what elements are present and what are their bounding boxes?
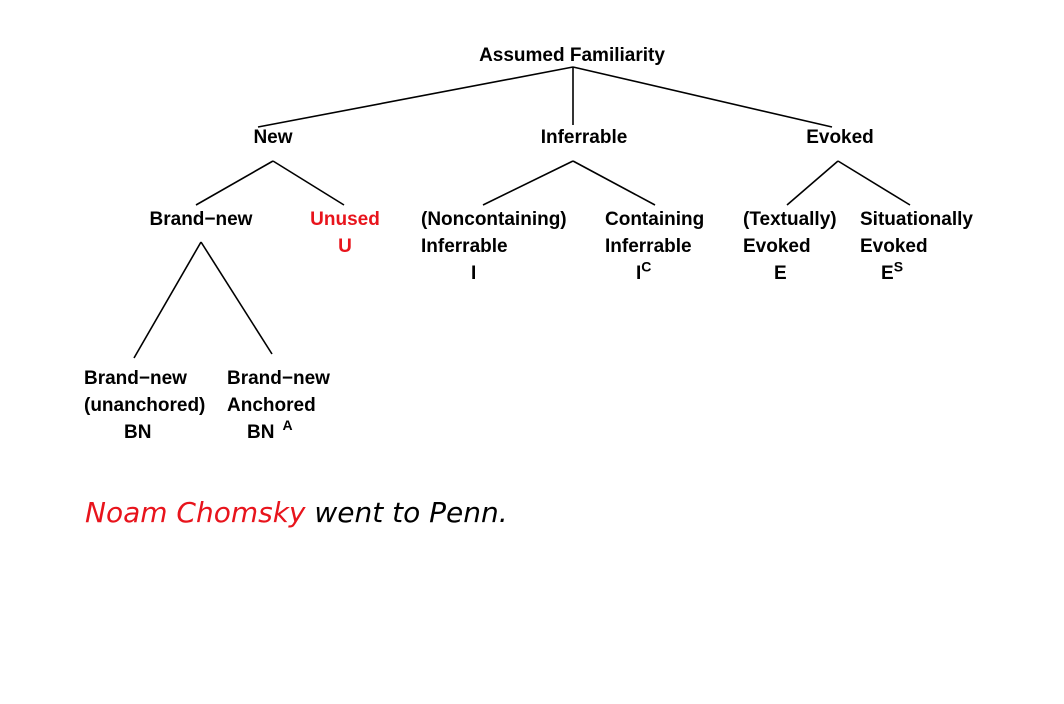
node-situationally-evoked: Situationally Evoked ES — [860, 206, 973, 287]
node-inferrable: Inferrable — [541, 124, 628, 151]
node-symbol: E — [774, 263, 787, 284]
node-unused: Unused U — [310, 206, 380, 260]
node-label-line1: Brand−new — [227, 368, 330, 389]
node-new: New — [253, 124, 292, 151]
edge-evoked-situationally — [837, 160, 911, 206]
edge-new-brandnew — [195, 160, 274, 206]
node-label: New — [253, 127, 293, 148]
node-brand-new: Brand−new — [150, 206, 253, 233]
node-label-line1: Situationally — [860, 209, 973, 230]
edge-new-unused — [272, 160, 345, 206]
node-textually-evoked: (Textually) Evoked E — [743, 206, 837, 287]
edge-root-new — [257, 66, 574, 128]
node-assumed-familiarity: Assumed Familiarity — [479, 42, 665, 69]
node-label-line2: Inferrable — [605, 236, 692, 257]
node-symbol: BN — [124, 422, 152, 443]
example-highlight: Noam Chomsky — [85, 496, 306, 529]
node-label: Assumed Familiarity — [479, 45, 665, 66]
node-label-line2: Evoked — [860, 236, 928, 257]
edge-root-evoked — [572, 66, 833, 128]
node-label-line1: (Noncontaining) — [421, 209, 567, 230]
example-rest: went to Penn. — [305, 496, 508, 529]
edge-inferrable-containing — [572, 160, 656, 206]
node-label-line2: Anchored — [227, 395, 316, 416]
node-label-line1: (Textually) — [743, 209, 837, 230]
node-label-line1: Brand−new — [84, 368, 187, 389]
node-brand-new-anchored: Brand−new Anchored BN A — [227, 365, 330, 446]
node-symbol-sup: C — [641, 258, 652, 275]
node-symbol: I — [471, 263, 477, 284]
node-label: Evoked — [806, 127, 874, 148]
node-symbol: E — [881, 263, 894, 284]
node-evoked: Evoked — [806, 124, 874, 151]
node-symbol: BN — [247, 422, 275, 443]
node-symbol-sup: S — [893, 258, 904, 275]
node-label: Inferrable — [540, 127, 628, 148]
node-label: Unused — [310, 209, 380, 230]
node-label-line2: (unanchored) — [84, 395, 206, 416]
node-symbol: I — [636, 263, 642, 284]
node-containing-inferrable: Containing Inferrable IC — [605, 206, 704, 287]
node-brand-new-unanchored: Brand−new (unanchored) BN — [84, 365, 205, 446]
node-label-line2: Evoked — [743, 236, 811, 257]
node-symbol: U — [338, 236, 352, 257]
node-symbol-sup: A — [282, 417, 293, 434]
edge-brandnew-anchored — [200, 241, 273, 355]
node-label-line1: Containing — [605, 209, 705, 230]
example-sentence: Noam Chomsky went to Penn. — [85, 496, 508, 529]
edge-inferrable-noncontaining — [482, 160, 574, 206]
node-label-line2: Inferrable — [421, 236, 508, 257]
node-label: Brand−new — [149, 209, 253, 230]
node-noncontaining-inferrable: (Noncontaining) Inferrable I — [421, 206, 567, 287]
edge-evoked-textually — [786, 160, 839, 206]
edge-brandnew-unanchored — [133, 241, 202, 359]
